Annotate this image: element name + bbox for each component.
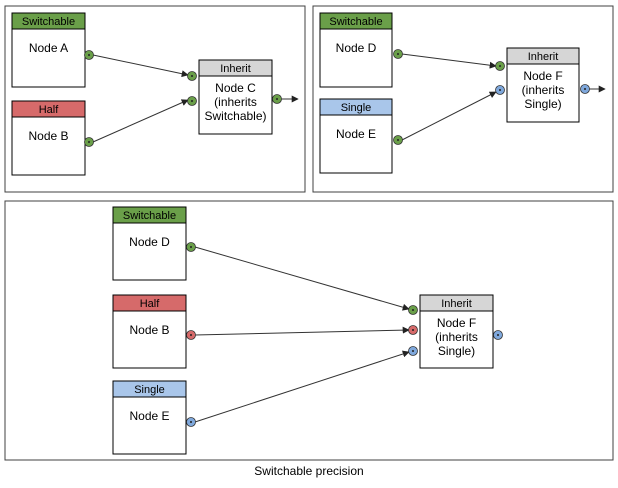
port-d[interactable]: [186, 242, 196, 252]
panel-bottom-edge-0: [194, 246, 410, 311]
node-header-label: Half: [39, 104, 60, 116]
node-body-line: Node F: [437, 316, 476, 330]
panel-bottom-edge-1: [194, 326, 410, 336]
port-b[interactable]: [186, 330, 196, 340]
port-f[interactable]: [495, 61, 505, 71]
node-body-line: Node E: [129, 409, 169, 423]
node-body-line: Node E: [336, 127, 376, 141]
output-port-c[interactable]: [272, 94, 282, 104]
node-body-line: (inherits: [214, 95, 257, 109]
node-body-line: Node B: [28, 129, 68, 143]
node-body-line: Node D: [129, 235, 170, 249]
node-header-label: Inherit: [441, 298, 472, 310]
node-body-line: Node C: [215, 81, 256, 95]
diagram-caption: Switchable precision: [254, 464, 364, 478]
node-header: [11, 12, 86, 30]
port-f[interactable]: [408, 305, 418, 315]
port-dot: [276, 98, 278, 100]
edges-layer: [92, 53, 606, 423]
node-header-label: Half: [140, 298, 161, 310]
panel-bottom-frame: [4, 200, 614, 461]
port-dot: [88, 141, 90, 143]
node-header-label: Switchable: [123, 210, 176, 222]
node-body-line: Node D: [336, 41, 377, 55]
node-header-label: Single: [134, 384, 165, 396]
port-dot: [190, 334, 192, 336]
port-dot: [499, 89, 501, 91]
node-header-label: Inherit: [220, 63, 251, 75]
panel-top-left-edge-0: [92, 54, 189, 78]
node-body-line: Single): [524, 97, 561, 111]
node-body-line: (inherits: [522, 83, 565, 97]
node-body-line: Single): [438, 344, 475, 358]
panel-bottom-edge-2: [194, 350, 410, 423]
node-header: [319, 98, 393, 116]
port-c[interactable]: [187, 96, 197, 106]
output-port-f[interactable]: [580, 84, 590, 94]
port-f[interactable]: [408, 346, 418, 356]
port-f[interactable]: [408, 325, 418, 335]
node-header: [112, 206, 187, 224]
node-header: [319, 12, 393, 30]
node-header: [112, 294, 187, 312]
node-body-line: (inherits: [435, 330, 478, 344]
port-a[interactable]: [84, 50, 94, 60]
port-dot: [190, 421, 192, 423]
port-e[interactable]: [393, 135, 403, 145]
node-header: [11, 100, 86, 118]
node-body-line: Node F: [523, 69, 562, 83]
port-dot: [397, 53, 399, 55]
port-dot: [499, 65, 501, 67]
node-header: [198, 59, 273, 77]
port-dot: [88, 54, 90, 56]
port-c[interactable]: [187, 71, 197, 81]
node-header: [506, 47, 580, 65]
port-dot: [397, 139, 399, 141]
port-dot: [412, 350, 414, 352]
panel-top-right-edge-0: [401, 53, 497, 69]
node-body-line: Node B: [129, 323, 169, 337]
port-dot: [497, 334, 499, 336]
port-dot: [584, 88, 586, 90]
node-body-line: Switchable): [204, 109, 266, 123]
port-dot: [191, 100, 193, 102]
node-header: [112, 380, 187, 398]
port-dot: [190, 246, 192, 248]
panel-top-right-edge-1: [401, 91, 497, 141]
port-d[interactable]: [393, 49, 403, 59]
node-header-label: Switchable: [329, 16, 382, 28]
port-f[interactable]: [495, 85, 505, 95]
port-dot: [412, 329, 414, 331]
node-header: [419, 294, 494, 312]
node-body-line: Node A: [29, 41, 68, 55]
port-e[interactable]: [186, 417, 196, 427]
node-header-label: Single: [341, 102, 372, 114]
port-b[interactable]: [84, 137, 94, 147]
port-f[interactable]: [493, 330, 503, 340]
node-header-label: Switchable: [22, 16, 75, 28]
port-dot: [412, 309, 414, 311]
node-header-label: Inherit: [528, 51, 559, 63]
port-dot: [191, 75, 193, 77]
panel-top-left-edge-1: [92, 99, 189, 143]
